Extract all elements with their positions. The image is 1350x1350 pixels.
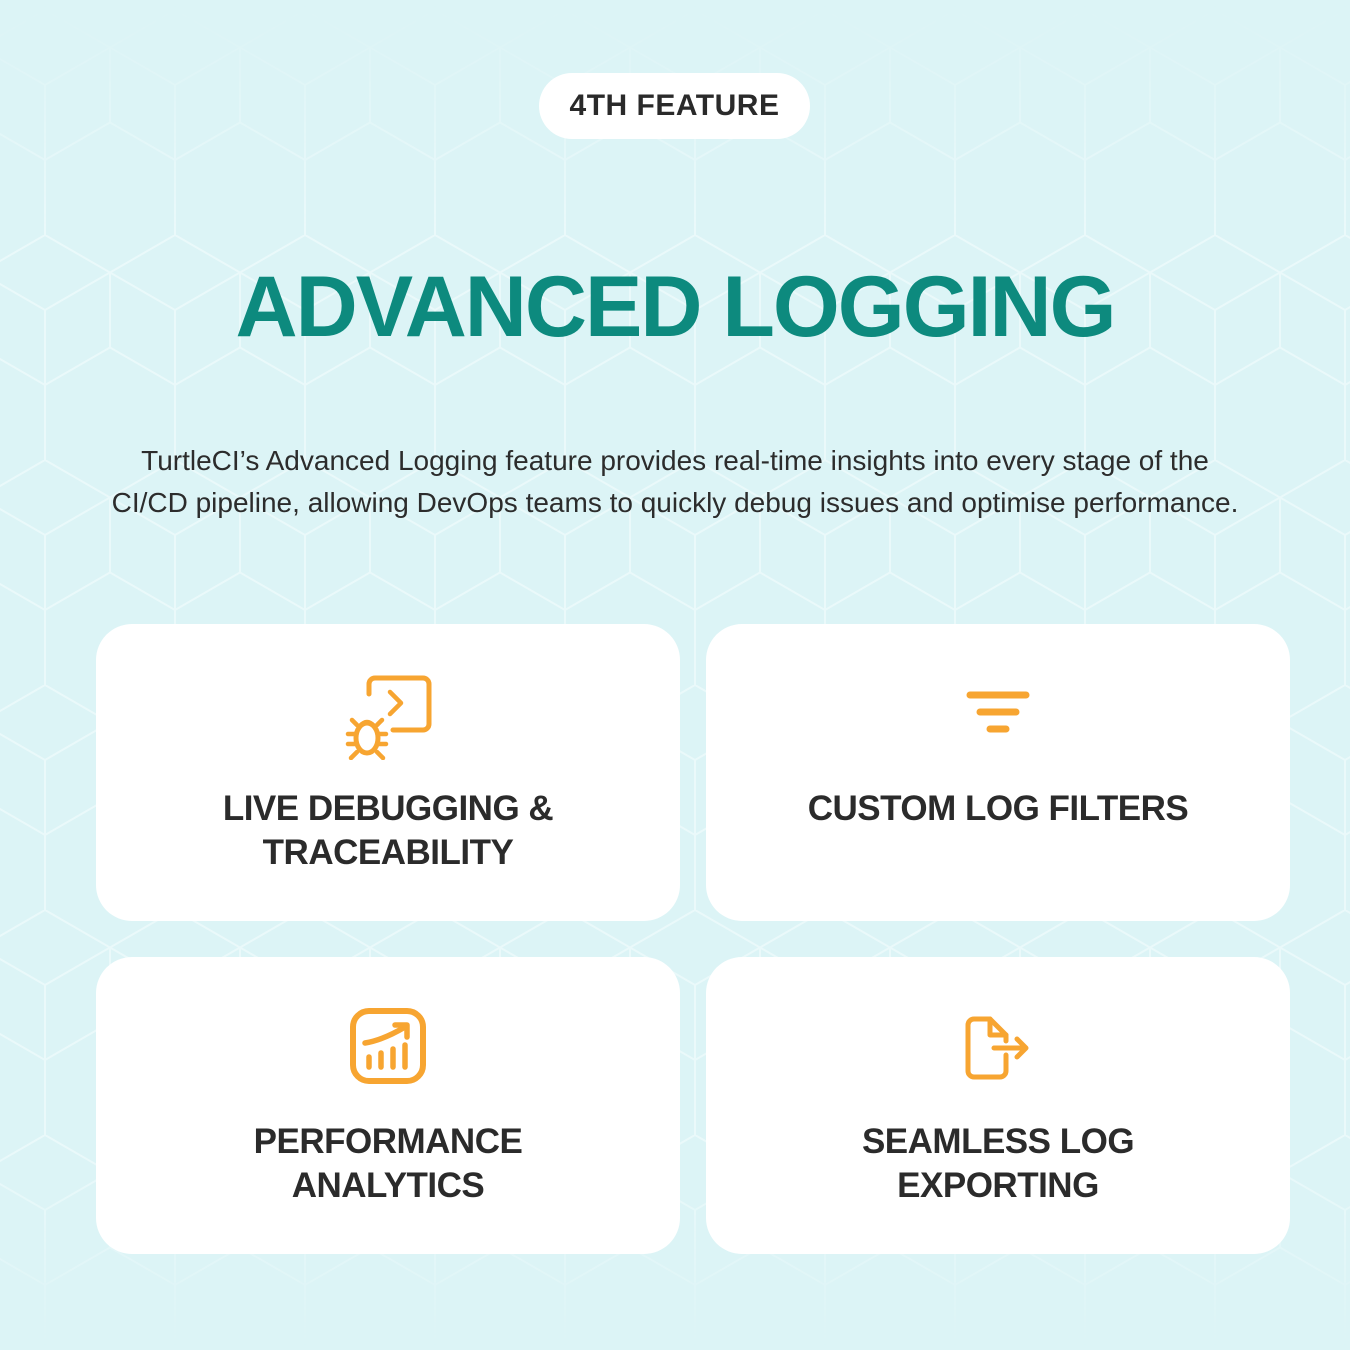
feature-card-log-exporting: SEAMLESS LOG EXPORTING bbox=[706, 957, 1290, 1254]
feature-label: CUSTOM LOG FILTERS bbox=[807, 789, 1189, 828]
debug-terminal-icon bbox=[96, 674, 680, 760]
feature-label: LIVE DEBUGGING & TRACEABILITY bbox=[222, 789, 554, 872]
feature-card-live-debugging: LIVE DEBUGGING & TRACEABILITY bbox=[96, 624, 680, 921]
filter-icon bbox=[706, 690, 1290, 736]
feature-description: TurtleCI’s Advanced Logging feature prov… bbox=[111, 445, 1239, 518]
analytics-chart-icon bbox=[96, 1007, 680, 1085]
file-export-icon bbox=[706, 1015, 1290, 1081]
feature-card-custom-filters: CUSTOM LOG FILTERS bbox=[706, 624, 1290, 921]
page-title: ADVANCED LOGGING bbox=[235, 259, 1117, 355]
feature-label: PERFORMANCE ANALYTICS bbox=[253, 1122, 523, 1205]
feature-card-performance-analytics: PERFORMANCE ANALYTICS bbox=[96, 957, 680, 1254]
feature-label: SEAMLESS LOG EXPORTING bbox=[861, 1122, 1135, 1205]
feature-badge: 4TH FEATURE bbox=[539, 73, 810, 139]
